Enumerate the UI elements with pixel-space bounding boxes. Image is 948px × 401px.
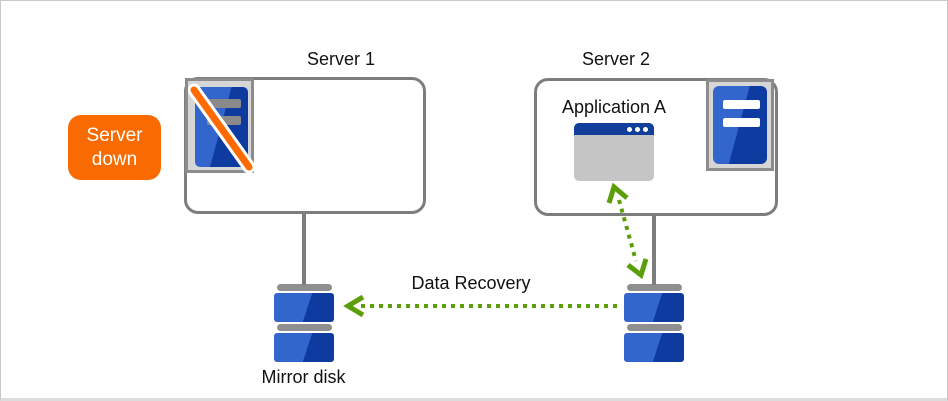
mirror-disk-left-icon [274, 284, 334, 362]
server-icon [706, 79, 774, 171]
server1-label: Server 1 [306, 49, 376, 69]
mirror-disk-label: Mirror disk [261, 367, 346, 387]
application-label: Application A [561, 97, 667, 117]
server-down-badge: Server down [68, 115, 161, 180]
app-window-titlebar [574, 123, 654, 135]
red-slash-icon [188, 83, 256, 174]
mirror-disk-right-icon [624, 284, 684, 362]
app-window-icon [574, 123, 654, 181]
data-recovery-label: Data Recovery [411, 273, 531, 293]
data-recovery-arrow [343, 294, 617, 318]
crossed-out-server-icon [185, 78, 256, 174]
server2-label: Server 2 [581, 49, 651, 69]
